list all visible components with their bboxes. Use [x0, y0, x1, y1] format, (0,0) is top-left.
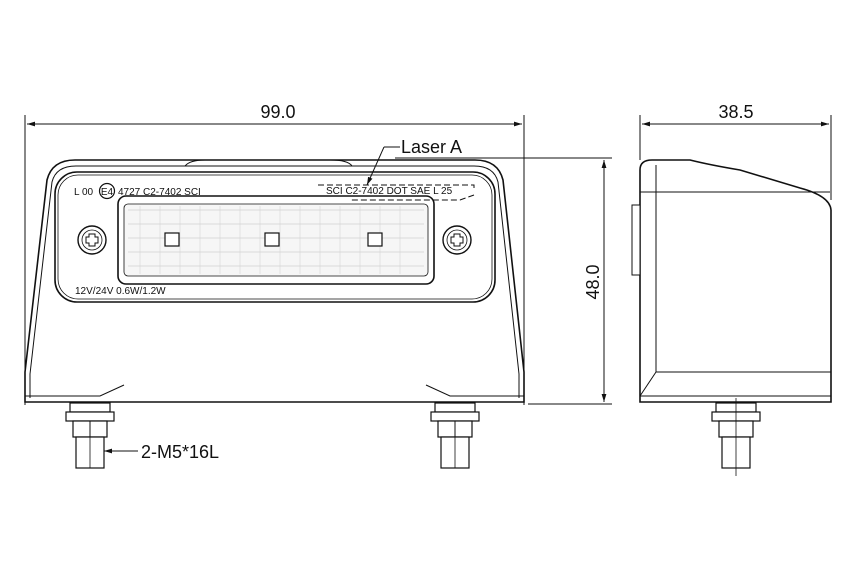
top-bump-left [184, 159, 215, 167]
marking-prefix: L 00 [74, 187, 94, 198]
screw-head-right [442, 225, 472, 255]
screw-head-left [77, 225, 107, 255]
led-center [264, 232, 280, 247]
screw-callout: 2-M5*16L [141, 442, 219, 462]
width-dimension-label: 99.0 [260, 102, 295, 122]
side-lens-lip [631, 204, 641, 276]
lens-panel [54, 171, 496, 303]
led-right [367, 232, 383, 247]
height-dimension-label: 48.0 [583, 264, 603, 299]
lens-panel-inner [57, 174, 493, 300]
laser-leader [366, 146, 385, 186]
side-housing-outline [639, 159, 832, 403]
side-bolt [711, 398, 761, 476]
depth-dimension-label: 38.5 [718, 102, 753, 122]
base-notch-right [425, 384, 524, 397]
side-view: 38.5 [631, 102, 832, 476]
marking-approval: 4727 C2-7402 SCI [118, 187, 201, 198]
housing-outline [24, 159, 525, 403]
top-bump-right [329, 159, 353, 167]
bolt-left [65, 402, 115, 469]
marking-rating: 12V/24V 0.6W/1.2W [75, 286, 166, 297]
bolt-right [430, 402, 480, 469]
side-chamfer [639, 371, 657, 397]
led-left [164, 232, 180, 247]
housing-inner-edge [29, 165, 520, 398]
laser-marking-box [318, 184, 475, 201]
front-view: 99.0 [24, 102, 612, 469]
emark-circle [98, 182, 116, 200]
lens-window [117, 195, 435, 285]
side-inner-edge [655, 165, 831, 373]
emark-label: E4 [101, 187, 114, 198]
marking-dot: SCI C2-7402 DOT SAE L 25 [326, 186, 453, 197]
laser-callout: Laser A [401, 137, 462, 157]
base-notch-left [25, 384, 125, 397]
